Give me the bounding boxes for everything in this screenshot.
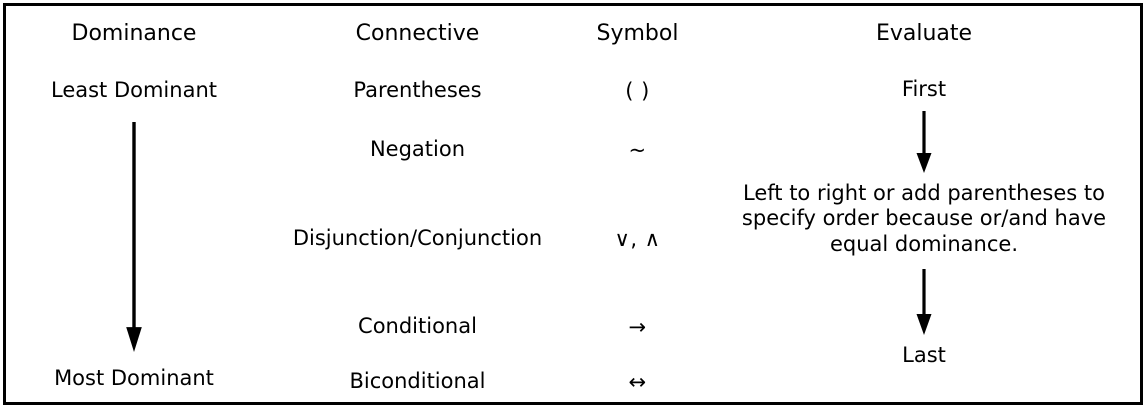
symbol-parentheses: ( ) bbox=[625, 78, 650, 103]
connective-conditional: Conditional bbox=[358, 313, 477, 338]
dominance-table-container: Dominance Connective Symbol Evaluate Lea… bbox=[3, 3, 1143, 405]
down-arrow-icon bbox=[912, 110, 936, 173]
dominance-table: Dominance Connective Symbol Evaluate Lea… bbox=[6, 6, 1146, 408]
table-row: Negation ~ bbox=[6, 121, 1146, 179]
least-dominant-label: Least Dominant bbox=[50, 78, 217, 102]
down-arrow-icon bbox=[121, 122, 147, 352]
dominance-cell: Least Dominant Most Dominant bbox=[6, 60, 262, 408]
connective-biconditional: Biconditional bbox=[349, 368, 486, 393]
table-row: Disjunction/Conjunction ∨, ∧ bbox=[6, 179, 1146, 298]
connective-parentheses: Parentheses bbox=[353, 77, 482, 102]
table-row: Biconditional ↔ bbox=[6, 355, 1146, 408]
header-symbol: Symbol bbox=[596, 20, 679, 46]
connective-disjunction-conjunction: Disjunction/Conjunction bbox=[292, 225, 543, 250]
evaluate-first-label: First bbox=[901, 77, 947, 101]
down-arrow-icon bbox=[912, 269, 936, 336]
symbol-biconditional: ↔ bbox=[628, 369, 647, 394]
header-connective: Connective bbox=[355, 20, 480, 46]
table-row: Least Dominant Most Dominant Parentheses… bbox=[6, 60, 1146, 390]
table-header-row: Dominance Connective Symbol Evaluate bbox=[6, 6, 1146, 60]
most-dominant-label: Most Dominant bbox=[54, 366, 214, 390]
evaluate-middle-text: Left to right or add parentheses to spec… bbox=[741, 180, 1107, 256]
connective-negation: Negation bbox=[369, 137, 466, 162]
evaluate-last-label: Last bbox=[902, 343, 946, 368]
symbol-negation: ~ bbox=[628, 138, 647, 162]
symbol-disjunction-conjunction: ∨, ∧ bbox=[614, 226, 661, 251]
table-row: Conditional → bbox=[6, 298, 1146, 355]
header-evaluate: Evaluate bbox=[875, 20, 973, 46]
symbol-conditional: → bbox=[628, 314, 647, 339]
evaluate-cell: First Left to right or add parentheses t… bbox=[702, 60, 1146, 408]
header-dominance: Dominance bbox=[71, 20, 197, 46]
